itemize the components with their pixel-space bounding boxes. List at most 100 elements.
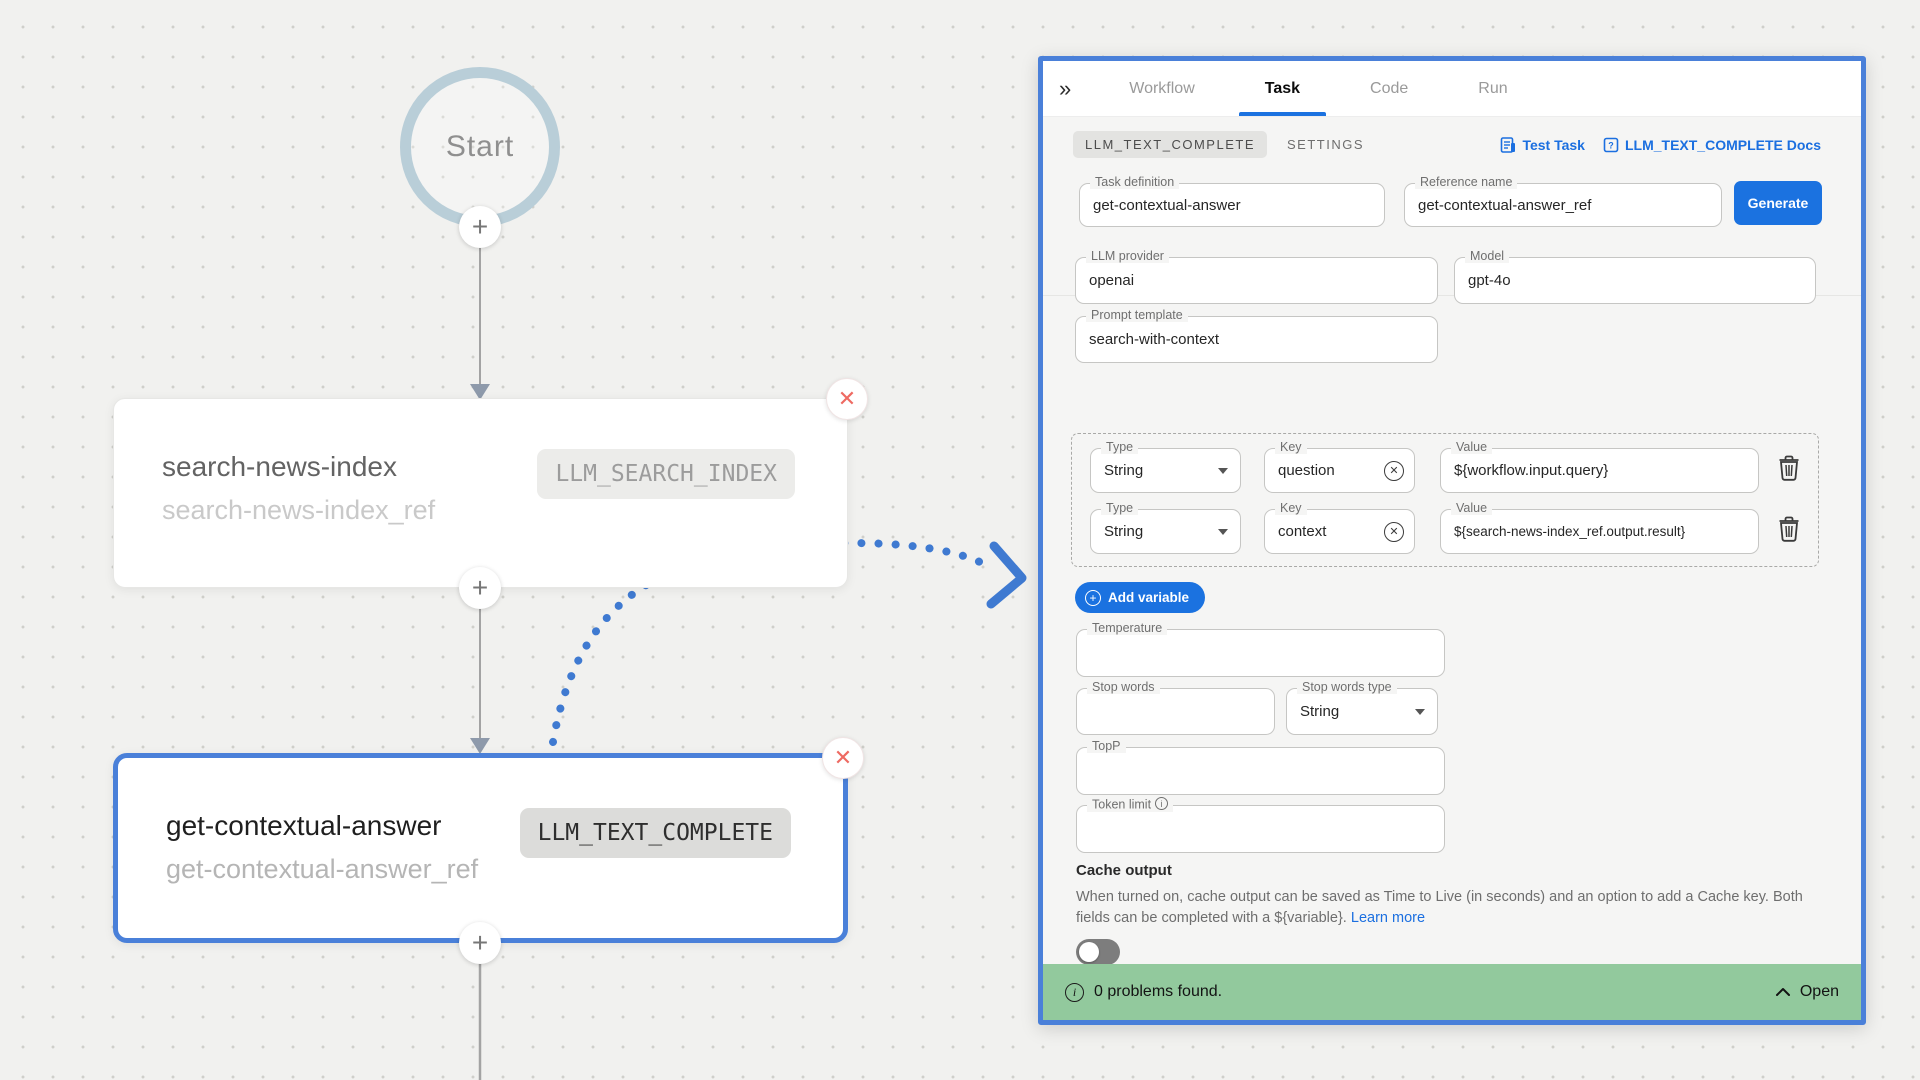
- stop-words-type-select[interactable]: Stop words type: [1286, 680, 1438, 735]
- reference-name-input[interactable]: [1405, 184, 1721, 226]
- panel-body: LLM_TEXT_COMPLETE SETTINGS Test Task ? L…: [1043, 117, 1861, 973]
- stop-words-input[interactable]: [1077, 689, 1274, 734]
- chevron-up-icon: [1775, 988, 1790, 996]
- add-task-button-after-node[interactable]: +: [459, 922, 501, 964]
- field-label: Prompt template: [1086, 308, 1188, 322]
- add-variable-label: Add variable: [1108, 590, 1190, 605]
- clear-key-icon[interactable]: ✕: [1384, 460, 1404, 481]
- prompt-template-field[interactable]: Prompt template: [1075, 308, 1438, 363]
- node-reference: get-contextual-answer_ref: [166, 854, 479, 884]
- field-label: Model: [1465, 249, 1510, 263]
- field-label: Value: [1451, 501, 1493, 515]
- svg-text:?: ?: [1608, 140, 1614, 150]
- task-node-search-news-index[interactable]: search-news-index search-news-index_ref …: [113, 378, 868, 588]
- add-task-button-between-nodes[interactable]: +: [459, 567, 501, 609]
- docs-label: LLM_TEXT_COMPLETE Docs: [1624, 136, 1821, 153]
- plus-circle-icon: +: [1085, 589, 1101, 606]
- tab-code[interactable]: Code: [1370, 79, 1409, 97]
- task-definition-field[interactable]: Task definition: [1079, 175, 1385, 227]
- delete-variable-icon[interactable]: [1778, 516, 1804, 546]
- node-title: get-contextual-answer: [166, 810, 442, 841]
- node-title: search-news-index: [162, 451, 397, 482]
- add-variable-button[interactable]: + Add variable: [1075, 582, 1206, 613]
- variable-type-select[interactable]: Type: [1090, 501, 1241, 554]
- field-label: Task definition: [1090, 175, 1180, 189]
- section-divider: [1043, 295, 1861, 296]
- docs-icon: ?: [1603, 137, 1619, 153]
- node-type-badge: LLM_TEXT_COMPLETE: [519, 808, 791, 858]
- variables-container: [1071, 433, 1819, 567]
- field-label: Key: [1275, 440, 1307, 454]
- delete-variable-icon[interactable]: [1778, 455, 1804, 485]
- field-label: Type: [1101, 501, 1139, 515]
- problems-bar: i 0 problems found. Open: [1043, 964, 1861, 1020]
- start-node[interactable]: Start: [400, 67, 560, 227]
- chevron-down-icon: [1218, 528, 1228, 535]
- test-task-link[interactable]: Test Task: [1500, 137, 1585, 153]
- task-config-panel: » Workflow Task Code Run LLM_TEXT_COMPLE…: [1038, 56, 1866, 1025]
- variable-type-value[interactable]: [1091, 449, 1240, 492]
- variable-value-field[interactable]: Value: [1440, 440, 1759, 493]
- cache-description-text: When turned on, cache output can be save…: [1076, 889, 1803, 926]
- topp-input[interactable]: [1077, 748, 1444, 794]
- docs-link[interactable]: ? LLM_TEXT_COMPLETE Docs: [1603, 137, 1821, 153]
- prompt-template-input[interactable]: [1076, 317, 1437, 362]
- tab-workflow[interactable]: Workflow: [1129, 79, 1195, 97]
- generate-button[interactable]: Generate: [1734, 181, 1822, 225]
- tab-settings[interactable]: SETTINGS: [1287, 137, 1365, 152]
- variable-key-field[interactable]: Key ✕: [1264, 501, 1415, 554]
- model-field[interactable]: Model: [1454, 249, 1816, 304]
- token-limit-input[interactable]: [1077, 806, 1444, 852]
- llm-provider-input[interactable]: [1076, 258, 1437, 303]
- delete-node-icon[interactable]: ✕: [826, 378, 868, 420]
- tab-task[interactable]: Task: [1238, 61, 1327, 116]
- field-label: Reference name: [1415, 175, 1518, 189]
- clear-key-icon[interactable]: ✕: [1384, 521, 1404, 542]
- reference-name-field[interactable]: Reference name: [1404, 175, 1722, 227]
- open-problems-button[interactable]: Open: [1775, 983, 1839, 1001]
- open-label: Open: [1799, 983, 1839, 1000]
- test-task-icon: [1500, 136, 1516, 153]
- variable-value-input[interactable]: [1441, 510, 1758, 553]
- add-task-button-after-start[interactable]: +: [459, 206, 501, 248]
- field-label: Stop words type: [1297, 680, 1397, 694]
- plus-icon: +: [471, 211, 489, 242]
- variable-value-field[interactable]: Value: [1440, 501, 1759, 554]
- learn-more-link[interactable]: Learn more: [1350, 910, 1426, 926]
- temperature-input[interactable]: [1077, 630, 1444, 676]
- temperature-field[interactable]: Temperature: [1076, 621, 1445, 677]
- field-label: LLM provider: [1086, 249, 1169, 263]
- plus-icon: +: [471, 572, 489, 603]
- cache-output-toggle[interactable]: [1076, 939, 1120, 965]
- info-icon[interactable]: i: [1155, 797, 1169, 810]
- token-limit-label: Token limit: [1092, 797, 1152, 812]
- variable-type-value[interactable]: [1091, 510, 1240, 553]
- tab-run[interactable]: Run: [1478, 79, 1508, 97]
- delete-node-icon[interactable]: ✕: [822, 737, 864, 779]
- stop-words-field[interactable]: Stop words: [1076, 680, 1275, 735]
- stop-words-type-value[interactable]: [1287, 689, 1437, 734]
- task-node-get-contextual-answer[interactable]: get-contextual-answer get-contextual-ans…: [113, 737, 864, 943]
- variable-value-input[interactable]: [1441, 449, 1758, 492]
- problems-message: 0 problems found.: [1094, 983, 1223, 1000]
- toggle-knob: [1079, 942, 1099, 962]
- model-input[interactable]: [1455, 258, 1815, 303]
- task-definition-input[interactable]: [1080, 184, 1384, 226]
- chevron-down-icon: [1218, 467, 1228, 474]
- field-label: Stop words: [1087, 680, 1160, 694]
- info-icon: i: [1065, 982, 1084, 1002]
- cache-output-title: Cache output: [1076, 862, 1172, 879]
- variable-type-select[interactable]: Type: [1090, 440, 1241, 493]
- plus-icon: +: [471, 927, 489, 958]
- panel-tabs-bar: » Workflow Task Code Run: [1043, 61, 1861, 117]
- field-label: TopP: [1087, 739, 1126, 753]
- llm-provider-field[interactable]: LLM provider: [1075, 249, 1438, 304]
- task-type-chip[interactable]: LLM_TEXT_COMPLETE: [1073, 131, 1267, 158]
- topp-field[interactable]: TopP: [1076, 739, 1445, 795]
- field-label: Value: [1451, 440, 1493, 454]
- collapse-panel-icon[interactable]: »: [1059, 75, 1072, 101]
- start-node-label: Start: [445, 130, 515, 163]
- field-label: Temperature: [1087, 621, 1168, 635]
- variable-key-field[interactable]: Key ✕: [1264, 440, 1415, 493]
